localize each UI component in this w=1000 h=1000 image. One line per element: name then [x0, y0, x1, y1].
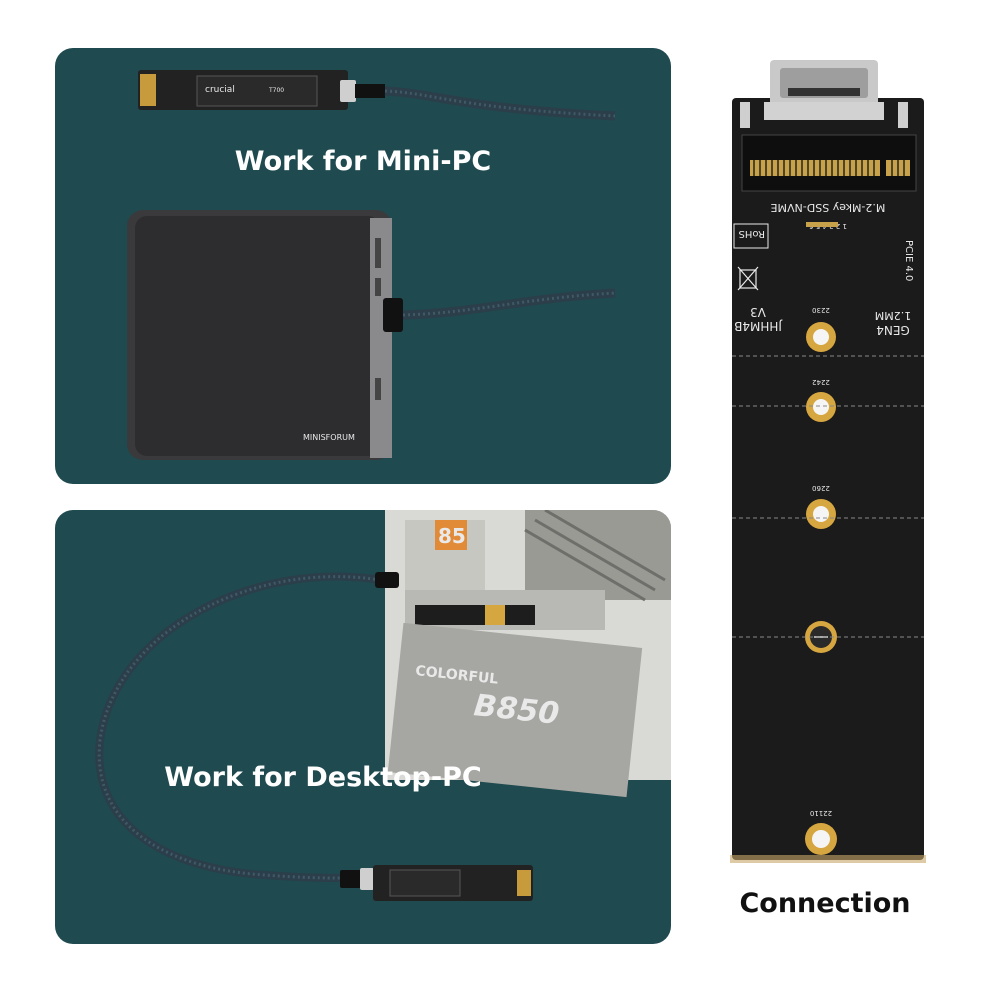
minipc-brand-text: MINISFORUM	[303, 433, 355, 442]
cable-desktop	[95, 572, 381, 882]
svg-text:2230: 2230	[812, 306, 830, 314]
svg-text:2260: 2260	[812, 484, 830, 492]
mount-hole-2242: 2242	[806, 378, 836, 422]
svg-text:2242: 2242	[812, 378, 830, 386]
mini-pc: MINISFORUM	[127, 210, 403, 460]
mount-screw-2280	[805, 621, 837, 653]
mount-hole-2230: 2230	[806, 306, 836, 352]
mini-pc-panel: crucial T700 MINISFORUM Work for Mini-PC	[55, 48, 671, 484]
mini-pc-caption: Work for Mini-PC	[234, 146, 492, 177]
label-pcie: PCIE 4.0	[903, 240, 914, 281]
motherboard: 85 COLORFUL B850	[385, 510, 671, 798]
ssd-adapter-top: crucial T700	[138, 70, 385, 110]
ssd-model-text: T700	[268, 87, 284, 94]
mount-hole-22110: 22110	[805, 809, 837, 855]
ssd-adapter-bottom	[340, 865, 533, 901]
cable-top	[384, 86, 616, 121]
board-number-text: 85	[438, 524, 466, 548]
label-rohs: RoHS	[739, 228, 765, 239]
ssd-brand-text: crucial	[205, 85, 235, 95]
m2-slot	[741, 134, 917, 192]
adapter-board-drawing: M.2-Mkey SSD-NVME 1 2 3 4 5 6 PCIE 4.0 R…	[730, 60, 926, 863]
mini-pc-illustration: crucial T700 MINISFORUM	[127, 70, 616, 460]
label-gen: GEN4	[876, 323, 910, 337]
desktop-pc-panel: 85 COLORFUL B850 Work for D	[55, 510, 671, 944]
connection-label: Connection	[739, 888, 911, 919]
label-thickness: 1.2MM	[875, 309, 911, 322]
label-version: V3	[750, 305, 766, 319]
svg-text:22110: 22110	[810, 809, 832, 817]
desktop-pc-illustration: 85 COLORFUL B850	[95, 510, 671, 901]
label-product: M.2-Mkey SSD-NVME	[771, 201, 886, 214]
m2-adapter-board: M.2-Mkey SSD-NVME 1 2 3 4 5 6 PCIE 4.0 R…	[718, 50, 948, 870]
label-model: JHHM4B	[734, 319, 783, 333]
weee-bin-icon	[737, 266, 759, 291]
sff-connector	[764, 60, 884, 120]
desktop-pc-caption: Work for Desktop-PC	[164, 762, 482, 793]
